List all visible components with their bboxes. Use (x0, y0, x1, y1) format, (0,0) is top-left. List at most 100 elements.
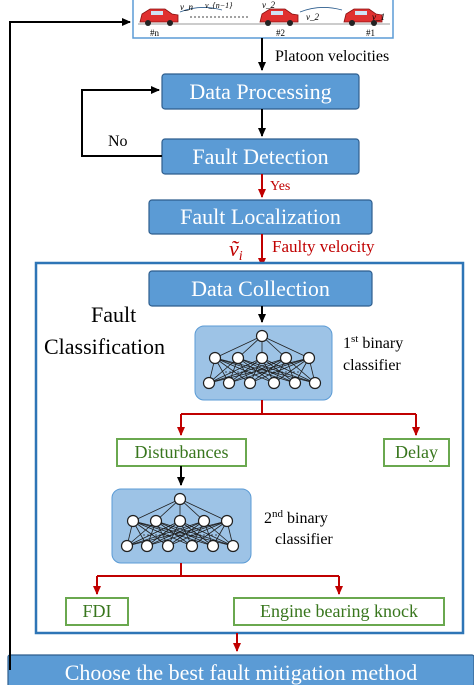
nn-node (220, 514, 234, 528)
car-n-icon (139, 8, 179, 26)
no-label: No (108, 133, 128, 150)
data-collection-box (148, 270, 373, 307)
engine-bearing-knock-label: Engine bearing knock (260, 601, 418, 621)
nn-edge (228, 357, 263, 384)
nn-edge (208, 357, 287, 384)
nn-edge (261, 357, 316, 384)
nn-node (185, 539, 199, 553)
nn-edge (273, 357, 310, 384)
car-label-1: #1 (366, 28, 375, 38)
classifier-2-label-line1: 2nd binary (264, 508, 328, 527)
classifier-1-label-line1: 1st binary (343, 333, 403, 352)
nn-edge (208, 357, 263, 384)
platoon-velocities-label: Platoon velocities (275, 48, 389, 65)
classifier-2-label-line2: classifier (275, 531, 333, 548)
car-label-n: #n (150, 28, 160, 38)
nn-edge (214, 335, 263, 359)
nn-edge (167, 520, 228, 547)
velocity-label-v2b: v_2 (306, 12, 319, 22)
nn-node (206, 539, 220, 553)
velocity-arc (179, 7, 223, 13)
nn-edge (214, 357, 296, 384)
fault-localization-box (148, 199, 373, 235)
nn-node (126, 514, 140, 528)
fault-detection-label: Fault Detection (192, 144, 328, 169)
nn-node (173, 492, 187, 506)
velocity-label-vn1: v_{n−1} (205, 1, 233, 10)
fault-localization-label: Fault Localization (180, 204, 341, 229)
nn-node (202, 376, 216, 390)
classifier-1-label-line2: classifier (343, 357, 401, 374)
nn-node (149, 514, 163, 528)
faulty-velocity-symbol: ṽi (229, 236, 243, 264)
nn-edge (132, 498, 181, 522)
nn-edge (179, 498, 228, 522)
nn-node (302, 351, 316, 365)
car-1-icon (343, 8, 383, 26)
delay-label: Delay (395, 442, 438, 462)
binary-classifier-2 (111, 488, 252, 564)
nn-edge (214, 357, 275, 384)
fault-mitigation-label: Choose the best fault mitigation method (65, 660, 418, 685)
platoon-panel: v_n v_{n−1} v_2 v_2 v_1 #n #2 #1 (132, 0, 394, 39)
nn-node (222, 376, 236, 390)
disturbances-label: Disturbances (135, 442, 229, 462)
nn-node (173, 514, 187, 528)
nn-node (279, 351, 293, 365)
nn-node (120, 539, 134, 553)
car-2-icon (259, 8, 299, 26)
data-processing-label: Data Processing (189, 79, 331, 104)
no-loop-arrow (81, 86, 162, 157)
nn-node (231, 351, 245, 365)
nn-edge (132, 520, 169, 547)
nn-edge (249, 357, 310, 384)
nn-node (161, 539, 175, 553)
nn-node (243, 376, 257, 390)
fault-classification-title-line2: Classification (44, 334, 165, 359)
yes-label: Yes (270, 179, 290, 194)
fdi-label: FDI (82, 601, 111, 621)
nn-edge (228, 357, 310, 384)
nn-edge (146, 520, 228, 547)
nn-edge (126, 520, 181, 547)
nn-edge (237, 357, 316, 384)
nn-node (140, 539, 154, 553)
fdi-box (65, 597, 129, 626)
data-collection-label: Data Collection (191, 276, 330, 301)
fault-mitigation-box (7, 654, 474, 685)
fault-classification-title-line1: Fault (91, 302, 136, 327)
nn-node (226, 539, 240, 553)
nn-node (255, 329, 269, 343)
nn-edge (208, 357, 239, 384)
car-label-2: #2 (276, 28, 285, 38)
nn-edge (132, 520, 214, 547)
binary-classifier-1 (194, 325, 333, 401)
neural-network-2-icon (120, 492, 240, 553)
nn-edge (214, 357, 251, 384)
nn-edge (132, 520, 193, 547)
nn-node (267, 376, 281, 390)
nn-edge (191, 520, 228, 547)
nn-edge (155, 520, 214, 547)
disturbances-box (116, 438, 247, 467)
neural-network-1-icon (202, 329, 322, 390)
nn-edge (146, 520, 181, 547)
nn-node (308, 376, 322, 390)
faulty-velocity-label: Faulty velocity (272, 237, 375, 256)
nn-node (208, 351, 222, 365)
nn-edge (155, 520, 234, 547)
nn-edge (179, 520, 234, 547)
nn-node (288, 376, 302, 390)
velocity-arc (299, 7, 343, 13)
nn-node (197, 514, 211, 528)
delay-box (383, 438, 450, 467)
nn-edge (237, 357, 296, 384)
nn-edge (261, 335, 310, 359)
nn-edge (126, 520, 205, 547)
nn-node (255, 351, 269, 365)
velocity-label-v1: v_1 (372, 12, 385, 22)
velocity-label-vn: v_n (180, 2, 193, 12)
engine-bearing-knock-box (233, 597, 445, 626)
feedback-loop-arrow (9, 18, 131, 670)
